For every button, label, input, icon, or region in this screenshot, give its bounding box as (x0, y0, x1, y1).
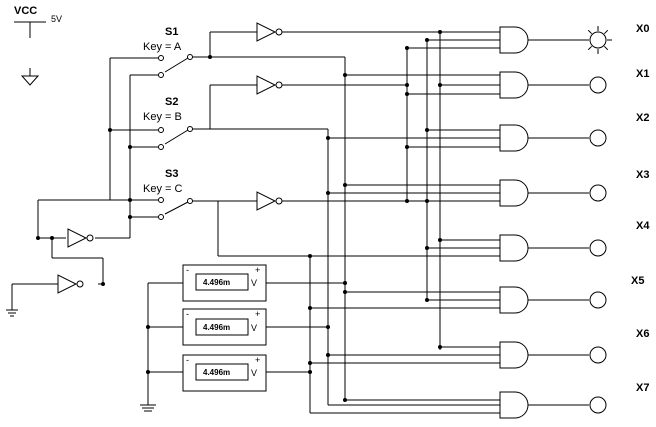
switch-s2[interactable]: S2 Key = B (110, 96, 210, 150)
switch-s1-name: S1 (165, 26, 178, 38)
output-probe-x0 (587, 26, 612, 54)
voltmeter-1-unit: V (251, 278, 257, 288)
voltmeter-2-unit: V (251, 323, 257, 333)
inverter-a (209, 22, 440, 57)
and-gate-x6 (499, 341, 589, 369)
voltmeter-1: - + 4.496m V (182, 264, 267, 302)
voltmeter-2-pos: + (255, 309, 260, 319)
output-probe-x1 (589, 76, 607, 94)
switch-s2-key: Key = B (143, 111, 182, 123)
output-label-x1: X1 (636, 68, 649, 80)
vcc-value: 5V (51, 14, 62, 24)
and-gate-x4 (499, 234, 589, 262)
left-rails (11, 57, 131, 310)
inverter-left-upper (67, 228, 94, 248)
voltmeter-1-reading: 4.496m (203, 278, 230, 287)
output-label-x2: X2 (636, 112, 649, 124)
and-gate-x5 (499, 286, 589, 314)
output-label-x0: X0 (636, 23, 649, 35)
output-probe-x4 (589, 239, 607, 257)
output-label-x3: X3 (636, 169, 649, 181)
output-probe-x3 (589, 184, 607, 202)
vcc-source: VCC 5V (14, 5, 62, 38)
bus-wires (210, 31, 500, 414)
and-gate-x7 (499, 391, 589, 419)
output-label-x6: X6 (636, 328, 649, 340)
switch-s3-name: S3 (165, 168, 178, 180)
voltmeter-2-neg: - (186, 309, 189, 319)
and-gate-x0 (499, 26, 589, 54)
and-gate-x1 (499, 71, 589, 99)
switch-s1-key: Key = A (143, 41, 182, 53)
output-probe-x6 (589, 346, 607, 364)
inverter-left-lower (57, 274, 84, 294)
switch-s3[interactable]: S3 Key = C (110, 168, 218, 220)
output-probe-x5 (589, 291, 607, 309)
inverter-c (218, 191, 427, 211)
and-gate-x2 (499, 124, 589, 152)
output-label-x7: X7 (636, 382, 649, 394)
vcc-label: VCC (14, 5, 37, 17)
ground-symbol-left (6, 309, 18, 317)
meter-ground-rail (140, 282, 345, 412)
voltmeter-3-unit: V (251, 368, 257, 378)
voltmeter-2: - + 4.496m V (182, 308, 267, 346)
switch-s1[interactable]: S1 Key = A (130, 26, 210, 78)
voltmeter-3: - + 4.496m V (182, 354, 267, 392)
switch-s2-name: S2 (165, 96, 178, 108)
output-label-x4: X4 (636, 220, 650, 232)
voltmeter-3-pos: + (255, 355, 260, 365)
inverter-b (209, 75, 407, 129)
voltmeter-1-pos: + (255, 265, 260, 275)
voltmeter-3-neg: - (186, 355, 189, 365)
voltmeter-2-reading: 4.496m (203, 323, 230, 332)
and-gates (499, 26, 589, 419)
output-probe-x7 (589, 396, 607, 414)
junction-dots (36, 30, 442, 402)
ground-symbol-top (20, 68, 40, 86)
and-gate-x3 (499, 179, 589, 207)
output-label-x5: X5 (631, 275, 644, 287)
voltmeter-1-neg: - (186, 265, 189, 275)
voltmeter-3-reading: 4.496m (203, 368, 230, 377)
output-probe-x2 (589, 129, 607, 147)
switch-s3-key: Key = C (143, 183, 182, 195)
